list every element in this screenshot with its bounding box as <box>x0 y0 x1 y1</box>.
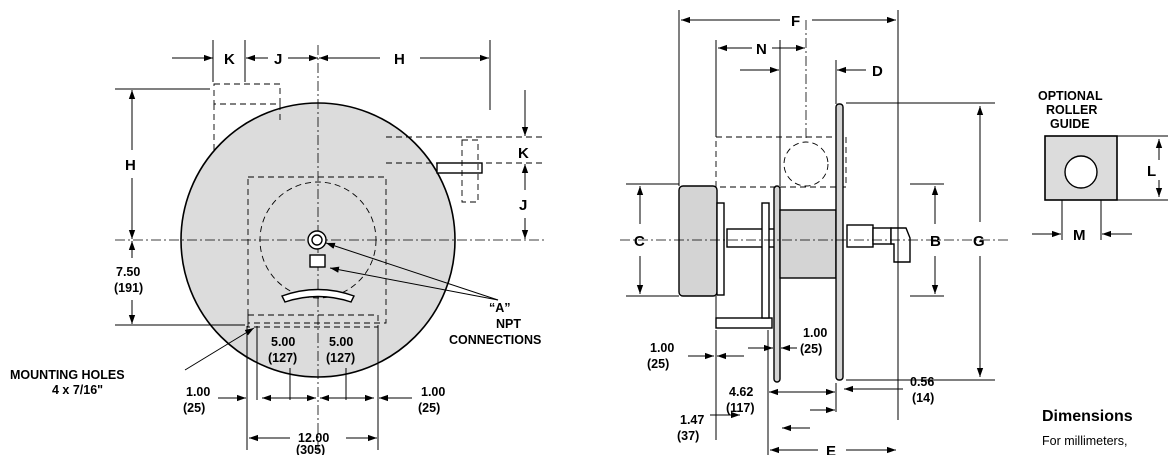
dim-c-label: C <box>634 233 645 250</box>
outlet-fitting <box>846 224 874 248</box>
inner-mm: (25) <box>800 342 822 356</box>
offset-mm: (37) <box>677 429 699 443</box>
mounting-bracket <box>715 317 773 329</box>
shaft-value: 4.62 <box>729 385 753 399</box>
base-edge-mm: (25) <box>647 357 669 371</box>
left-flange <box>773 185 781 383</box>
side-hose-stub <box>436 162 483 174</box>
dim-j-top-label: J <box>274 51 282 68</box>
mounting-base-outline <box>247 314 379 328</box>
mount-spacing-left-value: 5.00 <box>271 335 295 349</box>
mounting-holes-label: MOUNTING HOLES <box>10 368 125 382</box>
dim-k-right-label: K <box>518 145 529 162</box>
dim-k-top-label: K <box>224 51 235 68</box>
edge-left-value: 1.00 <box>186 385 210 399</box>
dim-h-left-label: H <box>125 157 136 174</box>
edge-right-value: 1.00 <box>421 385 445 399</box>
inner-value: 1.00 <box>803 326 827 340</box>
mount-spacing-right-value: 5.00 <box>329 335 353 349</box>
roller-guide-title-2: ROLLER <box>1046 103 1097 117</box>
top-guide-outline <box>213 83 281 105</box>
dim-m-label: M <box>1073 227 1086 244</box>
height-mm: (191) <box>114 281 143 295</box>
millimeters-note: For millimeters, <box>1042 434 1128 448</box>
dim-h-top-label: H <box>394 51 405 68</box>
width-mm: (305) <box>296 443 325 455</box>
dim-n-label: N <box>756 41 767 58</box>
dimensions-heading: Dimensions <box>1042 408 1133 425</box>
dim-j-right-label: J <box>519 197 527 214</box>
dim-b-label: B <box>930 233 941 250</box>
spring-housing <box>678 185 718 297</box>
npt-label-a: “A” <box>489 301 511 315</box>
base-edge-value: 1.00 <box>650 341 674 355</box>
width-value: 12.00 <box>298 431 329 445</box>
hub-outline <box>247 176 387 324</box>
mounting-holes-size: 4 x 7/16" <box>52 383 103 397</box>
npt-label: NPT <box>496 317 521 331</box>
roller-guide-title-3: GUIDE <box>1050 117 1090 131</box>
dim-l-label: L <box>1147 163 1156 180</box>
hose-drum <box>779 209 837 279</box>
roller-guide-opening <box>1064 155 1098 189</box>
offset-value: 1.47 <box>680 413 704 427</box>
roller-guide <box>1032 135 1168 240</box>
front-view <box>115 40 545 452</box>
edge-left-mm: (25) <box>183 401 205 415</box>
height-value: 7.50 <box>116 265 140 279</box>
dim-e-label: E <box>826 443 836 455</box>
side-view <box>620 10 1010 455</box>
npt-connections-label: CONNECTIONS <box>449 333 541 347</box>
plate-mm: (14) <box>912 391 934 405</box>
handle-slot <box>281 288 355 303</box>
shaft-mm: (117) <box>726 401 755 415</box>
edge-right-mm: (25) <box>418 401 440 415</box>
mount-spacing-right-mm: (127) <box>326 351 355 365</box>
mount-spacing-left-mm: (127) <box>268 351 297 365</box>
dim-f-label: F <box>791 13 800 30</box>
plate-value: 0.56 <box>910 375 934 389</box>
roller-guide-title-1: OPTIONAL <box>1038 89 1103 103</box>
right-flange <box>835 103 844 381</box>
dim-d-label: D <box>872 63 883 80</box>
dim-g-label: G <box>973 233 985 250</box>
